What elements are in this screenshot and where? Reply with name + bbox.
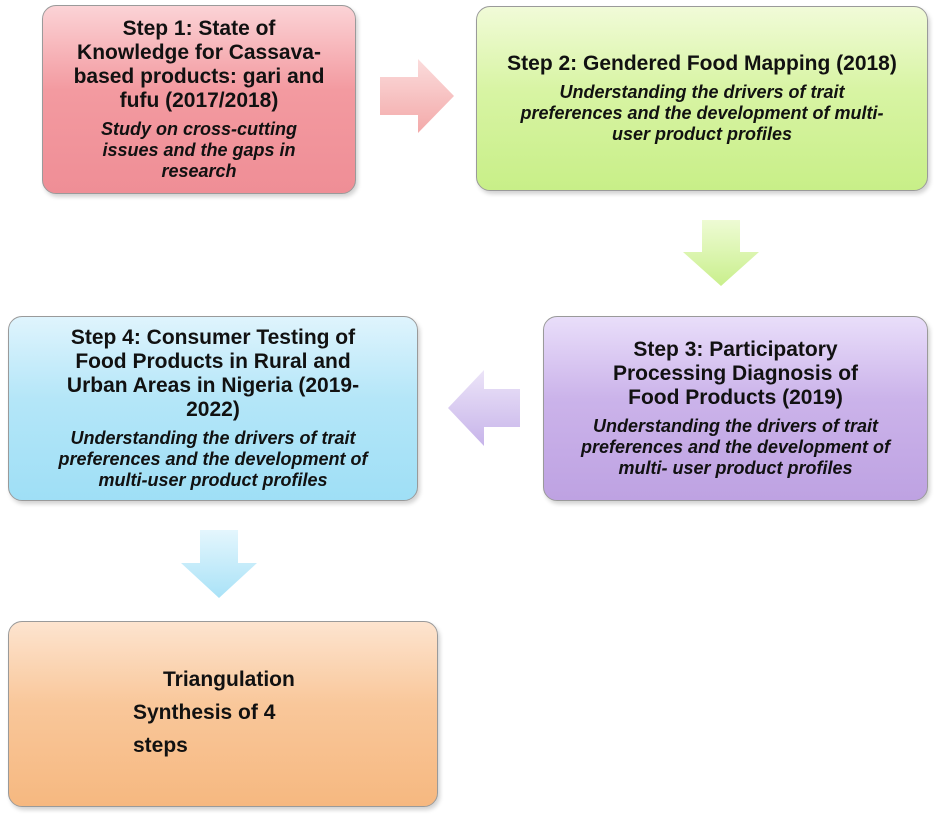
step-1-subtitle: Study on cross-cutting issues and the ga… [101, 119, 297, 182]
step-3-subtitle-line: Understanding the drivers of trait [592, 416, 879, 436]
step-3-title: Step 3: Participatory Processing Diagnos… [613, 338, 858, 410]
triangulation-line: steps [133, 734, 188, 757]
step-2-subtitle-line: user product profiles [611, 124, 792, 144]
step-3-subtitle-line: preferences and the development of [580, 437, 891, 457]
step-3-title-line: Processing Diagnosis of [612, 362, 859, 385]
step-4-title-line: Urban Areas in Nigeria (2019- [66, 374, 360, 397]
step-1-subtitle-line: research [161, 161, 237, 181]
step-2-box: Step 2: Gendered Food Mapping (2018) Und… [476, 6, 928, 191]
arrow-down-icon [181, 530, 257, 598]
step-1-box: Step 1: State of Knowledge for Cassava- … [42, 5, 356, 194]
step-1-title-line: Knowledge for Cassava- [77, 41, 321, 64]
step-4-subtitle-line: multi-user product profiles [98, 470, 328, 490]
step-1-title: Step 1: State of Knowledge for Cassava- … [74, 17, 325, 113]
step-4-subtitle-line: preferences and the development of [58, 449, 368, 469]
step-1-subtitle-line: Study on cross-cutting [100, 119, 297, 139]
arrow-down-icon [683, 220, 759, 286]
arrow-left-icon [448, 370, 520, 446]
triangulation-line: Synthesis of 4 [133, 701, 276, 724]
step-2-subtitle-line: preferences and the development of multi… [520, 103, 884, 123]
step-1-subtitle-line: issues and the gaps in [102, 140, 296, 160]
step-4-subtitle-line: Understanding the drivers of trait [70, 428, 356, 448]
step-4-subtitle: Understanding the drivers of trait prefe… [58, 428, 367, 491]
arrow-right-icon [380, 59, 454, 133]
step-2-subtitle: Understanding the drivers of trait prefe… [520, 82, 883, 145]
step-3-title-line: Step 3: Participatory [633, 338, 838, 361]
triangulation-box: Triangulation Synthesis of 4 steps [8, 621, 438, 807]
triangulation-title: Triangulation [163, 668, 295, 691]
step-4-title-line: Step 4: Consumer Testing of [70, 326, 356, 349]
step-4-title: Step 4: Consumer Testing of Food Product… [67, 326, 359, 422]
step-2-subtitle-line: Understanding the drivers of trait [559, 82, 845, 102]
step-3-subtitle-line: multi- user product profiles [618, 458, 853, 478]
step-3-title-line: Food Products (2019) [628, 386, 843, 409]
step-1-title-line: Step 1: State of [122, 17, 276, 40]
step-4-box: Step 4: Consumer Testing of Food Product… [8, 316, 418, 501]
step-3-box: Step 3: Participatory Processing Diagnos… [543, 316, 928, 501]
step-2-title-line: Step 2: Gendered Food Mapping (2018) [507, 52, 897, 75]
step-4-title-line: Food Products in Rural and [75, 350, 351, 373]
step-3-subtitle: Understanding the drivers of trait prefe… [581, 416, 890, 479]
step-1-title-line: fufu (2017/2018) [119, 89, 279, 112]
step-4-title-line: 2022) [186, 398, 240, 421]
step-2-title: Step 2: Gendered Food Mapping (2018) [507, 52, 897, 76]
step-1-title-line: based products: gari and [73, 65, 325, 88]
